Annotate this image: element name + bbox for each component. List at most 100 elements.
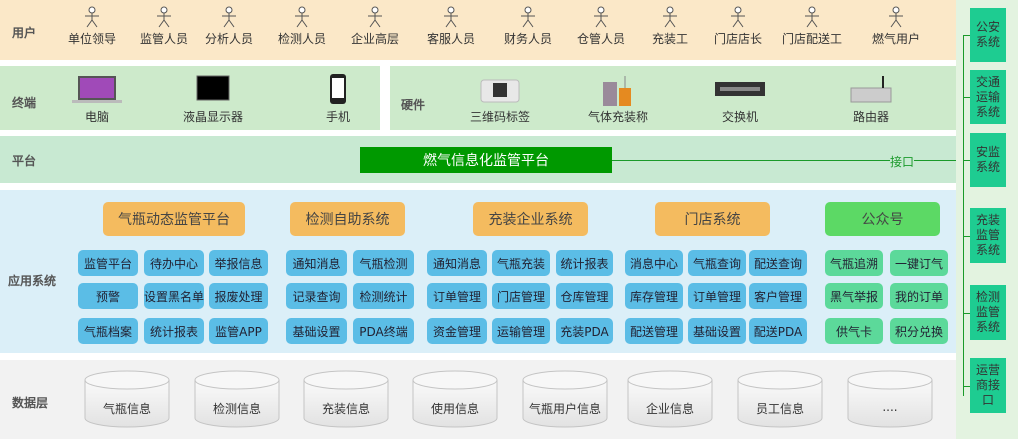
module-button[interactable]: 预警: [78, 283, 138, 309]
database-icon: [303, 370, 389, 428]
module-button[interactable]: 通知消息: [286, 250, 347, 276]
system-header[interactable]: 检测自助系统: [290, 202, 405, 236]
laptop-icon: [47, 74, 147, 104]
user-role: 分析人员: [189, 6, 269, 47]
device: 交换机: [690, 74, 790, 125]
person-icon: [594, 6, 608, 28]
connector-tick: [963, 312, 970, 314]
database-icon: [412, 370, 498, 428]
system-header[interactable]: 气瓶动态监管平台: [103, 202, 245, 236]
module-button[interactable]: 记录查询: [286, 283, 347, 309]
module-button[interactable]: 检测统计: [353, 283, 414, 309]
database-cylinder: 检测信息: [194, 370, 280, 428]
device-label: 路由器: [852, 110, 889, 124]
user-role-label: 监管人员: [139, 32, 188, 46]
module-button[interactable]: 消息中心: [625, 250, 683, 276]
database-cylinder: 充装信息: [303, 370, 389, 428]
layer-label-data: 数据层: [12, 396, 49, 410]
user-role: 门店店长: [698, 6, 778, 47]
module-button[interactable]: 订单管理: [427, 283, 487, 309]
connector-tick: [963, 235, 970, 237]
module-button[interactable]: 配送PDA: [749, 318, 807, 344]
module-button[interactable]: 运输管理: [492, 318, 550, 344]
person-icon: [295, 6, 309, 28]
user-role-label: 门店店长: [713, 32, 762, 46]
database-icon: [627, 370, 713, 428]
module-button[interactable]: 供气卡: [825, 318, 883, 344]
platform-title[interactable]: 燃气信息化监管平台: [360, 147, 612, 173]
module-button[interactable]: 一键订气: [890, 250, 948, 276]
system-header[interactable]: 门店系统: [655, 202, 770, 236]
module-button[interactable]: 配送查询: [749, 250, 807, 276]
device: 手机: [288, 74, 388, 125]
module-button[interactable]: 门店管理: [492, 283, 550, 309]
module-button[interactable]: 基础设置: [286, 318, 347, 344]
module-button[interactable]: 设置黑名单: [144, 283, 204, 309]
user-role: 企业高层: [335, 6, 415, 47]
interface-label: 接口: [890, 153, 915, 170]
user-role: 财务人员: [488, 6, 568, 47]
user-role-label: 燃气用户: [871, 32, 920, 46]
user-role-label: 客服人员: [426, 32, 475, 46]
system-header[interactable]: 充装企业系统: [473, 202, 588, 236]
module-button[interactable]: 充装PDA: [556, 318, 613, 344]
user-role: 门店配送工: [772, 6, 852, 47]
layer-label-terminal: 终端: [12, 96, 37, 110]
device-label: 电脑: [84, 110, 109, 124]
external-system[interactable]: 公安系统: [970, 8, 1006, 62]
person-icon: [368, 6, 382, 28]
system-header[interactable]: 公众号: [825, 202, 940, 236]
module-button[interactable]: 监管APP: [209, 318, 268, 344]
layer-label-hardware: 硬件: [401, 98, 426, 112]
gas-scale-icon: [568, 74, 668, 106]
module-button[interactable]: 资金管理: [427, 318, 487, 344]
external-system[interactable]: 交通运输系统: [970, 70, 1006, 124]
module-button[interactable]: 监管平台: [78, 250, 138, 276]
external-system[interactable]: 检测监管系统: [970, 285, 1006, 340]
module-button[interactable]: 配送管理: [625, 318, 683, 344]
database-icon: [84, 370, 170, 428]
module-button[interactable]: 基础设置: [688, 318, 746, 344]
user-role: 客服人员: [411, 6, 491, 47]
user-role-label: 分析人员: [204, 32, 253, 46]
database-label: 员工信息: [755, 402, 804, 416]
external-system[interactable]: 运营商接口: [970, 358, 1006, 413]
module-button[interactable]: 气瓶查询: [688, 250, 746, 276]
module-button[interactable]: 气瓶检测: [353, 250, 414, 276]
database-icon: [847, 370, 933, 428]
module-button[interactable]: 库存管理: [625, 283, 683, 309]
person-icon: [157, 6, 171, 28]
database-cylinder: 气瓶信息: [84, 370, 170, 428]
person-icon: [805, 6, 819, 28]
module-button[interactable]: 统计报表: [556, 250, 613, 276]
module-button[interactable]: 统计报表: [144, 318, 204, 344]
module-button[interactable]: 客户管理: [749, 283, 807, 309]
database-cylinder: 企业信息: [627, 370, 713, 428]
module-button[interactable]: 通知消息: [427, 250, 487, 276]
user-role: 检测人员: [262, 6, 342, 47]
device-label: 气体充装称: [587, 110, 648, 124]
database-label: 使用信息: [430, 402, 479, 416]
module-button[interactable]: 报废处理: [209, 283, 268, 309]
module-button[interactable]: 气瓶充装: [492, 250, 550, 276]
module-button[interactable]: 积分兑换: [890, 318, 948, 344]
device-label: 交换机: [721, 110, 758, 124]
database-cylinder: ....: [847, 370, 933, 428]
external-system[interactable]: 充装监管系统: [970, 208, 1006, 263]
database-icon: [522, 370, 608, 428]
module-button[interactable]: 仓库管理: [556, 283, 613, 309]
module-button[interactable]: 订单管理: [688, 283, 746, 309]
module-button[interactable]: 我的订单: [890, 283, 948, 309]
database-cylinder: 员工信息: [737, 370, 823, 428]
module-button[interactable]: 待办中心: [144, 250, 204, 276]
database-label: 气瓶用户信息: [528, 402, 601, 416]
module-button[interactable]: 举报信息: [209, 250, 268, 276]
database-label: 检测信息: [212, 402, 261, 416]
module-button[interactable]: 黑气举报: [825, 283, 883, 309]
database-label: 充装信息: [321, 402, 370, 416]
module-button[interactable]: PDA终端: [353, 318, 414, 344]
connector-tick: [963, 160, 970, 161]
external-system[interactable]: 安监系统: [970, 133, 1006, 187]
module-button[interactable]: 气瓶追溯: [825, 250, 883, 276]
module-button[interactable]: 气瓶档案: [78, 318, 138, 344]
